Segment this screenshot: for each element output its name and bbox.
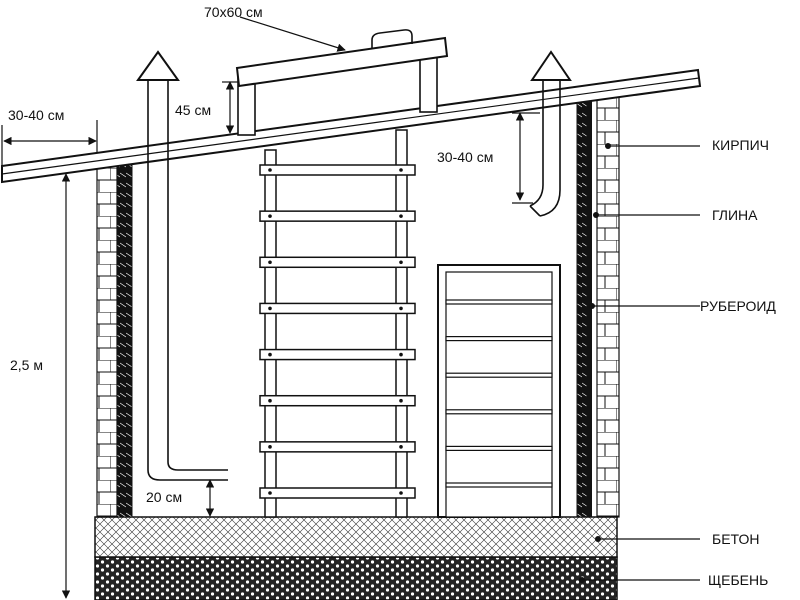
- concrete-layer: [94, 516, 618, 558]
- rung-nail: [399, 168, 403, 172]
- rung-nail: [268, 491, 272, 495]
- exhaust-drop-label: 30-40 см: [437, 149, 493, 165]
- rung-nail: [399, 491, 403, 495]
- ladder-rung: [259, 256, 416, 269]
- ladder-rung: [259, 348, 416, 361]
- hatch-size-label: 70х60 см: [204, 4, 263, 20]
- left-wall: [96, 157, 133, 518]
- shelf-board: [445, 299, 553, 305]
- ladder-rung: [259, 394, 416, 407]
- gravel-label: ЩЕБЕНЬ: [708, 572, 768, 588]
- ladder-rung: [259, 210, 416, 222]
- rung-nail: [399, 445, 403, 449]
- shelf-board: [445, 445, 553, 451]
- shelf-board: [445, 409, 553, 415]
- hatch-height-label: 45 см: [175, 102, 211, 118]
- exhaust-vent-arrow-icon: [530, 50, 572, 81]
- rung-nail: [399, 214, 403, 218]
- shelf-board: [445, 336, 553, 342]
- rung-nail: [268, 168, 272, 172]
- roofing-felt-label: РУБЕРОИД: [700, 298, 776, 314]
- ladder: [259, 129, 416, 518]
- ladder-rung: [259, 487, 416, 499]
- concrete-label: БЕТОН: [712, 531, 759, 547]
- exhaust-vent-pipe: [529, 50, 572, 217]
- roof-overhang-label: 30-40 см: [8, 107, 64, 123]
- clay-label: ГЛИНА: [712, 207, 758, 223]
- rung-nail: [268, 352, 272, 357]
- rung-nail: [399, 260, 403, 265]
- rung-nail: [268, 398, 272, 403]
- hatch-handle-icon: [371, 29, 413, 48]
- rung-nail: [399, 398, 403, 403]
- supply-vent-arrow-icon: [136, 50, 180, 81]
- hatch: [235, 29, 449, 136]
- hatch-size-leader: [239, 16, 346, 52]
- rung-nail: [268, 445, 272, 449]
- shelf-board: [445, 482, 553, 488]
- gravel-layer: [94, 556, 618, 600]
- supply-vent-pipe: [136, 50, 228, 481]
- ladder-rung: [259, 164, 416, 176]
- ladder-rung: [259, 302, 416, 315]
- total-height-label: 2,5 м: [10, 357, 43, 373]
- rung-nail: [268, 214, 272, 218]
- shelf-board: [445, 372, 553, 378]
- brick-label: КИРПИЧ: [712, 137, 769, 153]
- dimension-lines: [1, 16, 540, 599]
- floor-gap-label: 20 см: [146, 489, 182, 505]
- rung-nail: [268, 306, 272, 311]
- rung-nail: [399, 352, 403, 357]
- storage-shelf: [437, 264, 561, 518]
- rung-nail: [399, 306, 403, 311]
- rung-nail: [268, 260, 272, 265]
- ladder-rung: [259, 441, 416, 453]
- material-leaders: [579, 143, 700, 583]
